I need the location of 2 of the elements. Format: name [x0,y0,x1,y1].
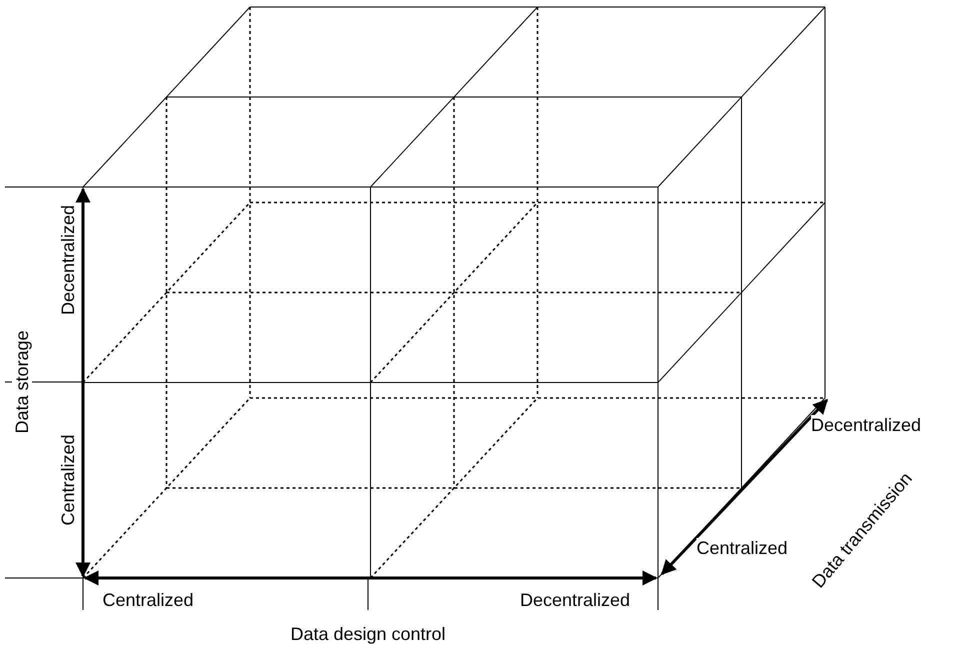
axis-title: Data design control [290,624,446,644]
axis-title: Data storage [12,330,32,434]
